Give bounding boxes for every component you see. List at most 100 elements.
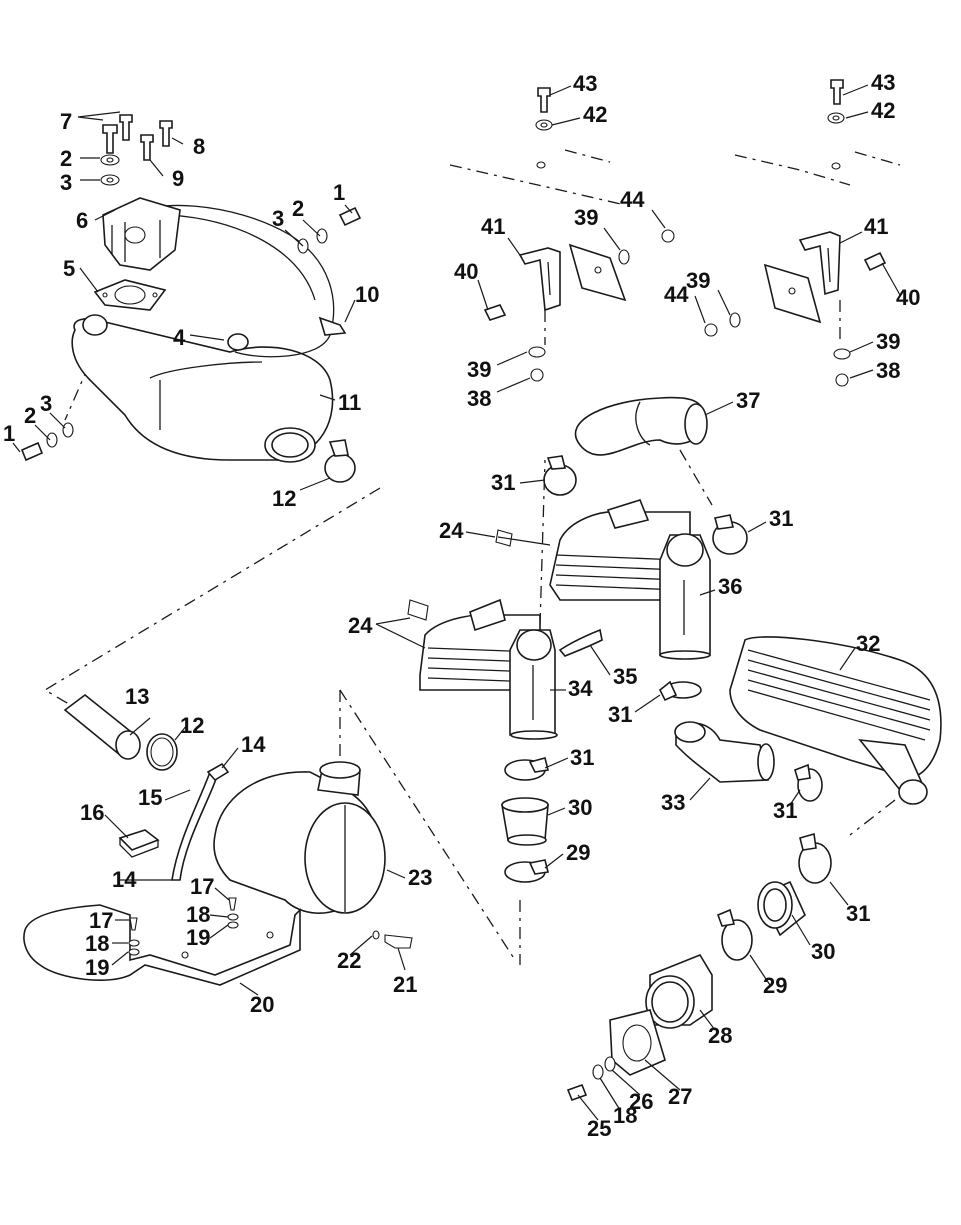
part-callout-39: 39 [876, 329, 900, 354]
hardware-17-18-19 [128, 897, 274, 959]
part-callout-41: 41 [864, 214, 888, 239]
part-callout-20: 20 [250, 992, 274, 1017]
part-callout-11: 11 [338, 390, 361, 415]
part-callout-24: 24 [348, 613, 373, 638]
part-callout-19: 19 [186, 925, 210, 950]
clamp-31-f [798, 832, 832, 884]
part-callout-18: 18 [613, 1103, 637, 1128]
hardware-25-26-18 [566, 1056, 616, 1102]
part-callout-44: 44 [664, 282, 689, 307]
clamp-31-d [504, 757, 549, 781]
heat-exchanger-36 [549, 499, 711, 660]
clamp-12-bottom [146, 733, 178, 771]
part-callout-17: 17 [190, 874, 214, 899]
part-callout-9: 9 [172, 166, 184, 191]
part-callout-13: 13 [125, 684, 149, 709]
flange-27 [609, 1009, 666, 1076]
part-callout-2: 2 [292, 196, 304, 221]
part-callout-44: 44 [620, 187, 645, 212]
part-callout-40: 40 [454, 259, 478, 284]
part-callout-31: 31 [773, 798, 797, 823]
heat-exchanger-32 [729, 636, 942, 805]
part-callout-42: 42 [583, 102, 607, 127]
part-callout-40: 40 [896, 285, 920, 310]
part-callout-10: 10 [355, 282, 379, 307]
leader-lines [12, 84, 901, 1121]
mounting-hardware-top-right [483, 79, 887, 387]
part-callout-3: 3 [40, 391, 52, 416]
part-callout-4: 4 [173, 325, 186, 350]
muffler-23 [213, 761, 386, 914]
part-callout-21: 21 [393, 972, 417, 997]
clip-21-22 [372, 930, 413, 949]
part-callout-2: 2 [24, 403, 36, 428]
part-callout-29: 29 [566, 840, 590, 865]
part-callout-25: 25 [587, 1116, 611, 1141]
part-callout-16: 16 [80, 800, 104, 825]
part-callout-34: 34 [568, 676, 593, 701]
part-callout-19: 19 [85, 955, 109, 980]
part-callout-15: 15 [138, 785, 162, 810]
part-callout-3: 3 [272, 206, 284, 231]
part-callout-3: 3 [60, 170, 72, 195]
part-callout-33: 33 [661, 790, 685, 815]
exhaust-manifold-6 [102, 197, 181, 271]
bracket-20 [23, 904, 301, 986]
part-callout-29: 29 [763, 973, 787, 998]
part-callout-41: 41 [481, 214, 505, 239]
part-callout-24: 24 [439, 518, 464, 543]
part-callout-43: 43 [573, 71, 597, 96]
part-callout-14: 14 [112, 867, 137, 892]
part-callout-6: 6 [76, 208, 88, 233]
seal-35 [558, 628, 603, 657]
clamp-31-c [658, 680, 702, 702]
hose-37 [574, 396, 708, 456]
pad-16 [118, 829, 160, 858]
part-callout-31: 31 [608, 702, 632, 727]
part-callout-30: 30 [568, 795, 592, 820]
outlet-28 [645, 954, 713, 1029]
clamp-31-a [543, 455, 577, 496]
part-callout-22: 22 [337, 948, 361, 973]
part-callout-30: 30 [811, 939, 835, 964]
gasket-5 [93, 279, 167, 311]
expansion-chamber-11 [71, 204, 347, 463]
part-callout-17: 17 [89, 908, 113, 933]
part-callout-37: 37 [736, 388, 760, 413]
part-callout-39: 39 [686, 268, 710, 293]
part-callout-42: 42 [871, 98, 895, 123]
part-callout-38: 38 [876, 358, 900, 383]
part-callout-31: 31 [570, 745, 594, 770]
part-callout-39: 39 [467, 357, 491, 382]
part-callout-43: 43 [871, 70, 895, 95]
assembly-lines [43, 149, 901, 965]
part-callout-36: 36 [718, 574, 742, 599]
clamp-12-top [324, 439, 356, 483]
coupler-30-bottom [757, 880, 806, 937]
part-callout-23: 23 [408, 865, 432, 890]
clamp-29-bottom [716, 908, 753, 961]
part-callout-1: 1 [333, 180, 345, 205]
part-callout-1: 1 [3, 421, 15, 446]
part-callout-35: 35 [613, 664, 637, 689]
part-callout-28: 28 [708, 1023, 732, 1048]
part-callout-14: 14 [241, 732, 266, 757]
part-callout-18: 18 [85, 931, 109, 956]
part-callout-12: 12 [272, 486, 296, 511]
part-callout-5: 5 [63, 256, 75, 281]
part-callout-31: 31 [846, 901, 870, 926]
pipe-13 [63, 693, 141, 760]
part-callout-39: 39 [574, 205, 598, 230]
part-callout-38: 38 [467, 386, 491, 411]
clamp-29-top [504, 859, 549, 883]
part-callout-8: 8 [193, 134, 205, 159]
part-callout-2: 2 [60, 146, 72, 171]
part-callout-31: 31 [491, 470, 515, 495]
heat-exchanger-34 [419, 598, 558, 740]
part-callout-18: 18 [186, 902, 210, 927]
elbow-hose-33 [674, 721, 775, 783]
coupler-30-top [501, 797, 549, 846]
clamp-31-e [794, 763, 823, 802]
